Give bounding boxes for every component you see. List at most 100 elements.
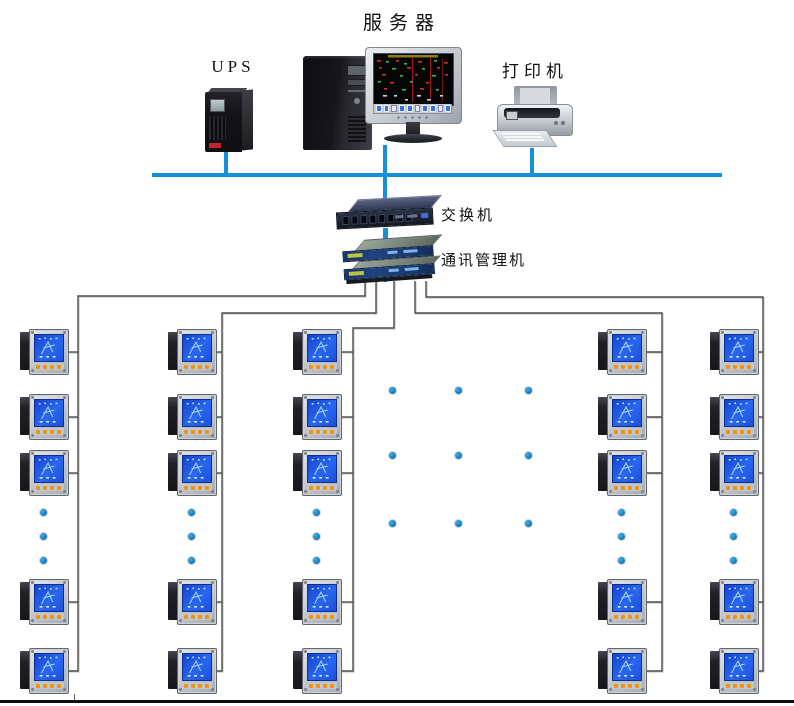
ellipsis-dot bbox=[524, 386, 532, 394]
monitor-stand-neck bbox=[406, 122, 420, 135]
ellipsis-dot bbox=[312, 556, 320, 564]
printer-lid bbox=[504, 108, 560, 118]
meter-screen bbox=[612, 584, 642, 612]
gateway-label-chip bbox=[348, 270, 364, 276]
printer-output-tray bbox=[492, 130, 558, 147]
meter-buttons bbox=[724, 484, 754, 491]
printer-button bbox=[561, 121, 565, 125]
meter-bezel bbox=[302, 450, 342, 496]
printed-sheet bbox=[501, 133, 546, 142]
ellipsis-dot bbox=[312, 508, 320, 516]
power-meter bbox=[293, 648, 342, 694]
ellipsis-dot bbox=[617, 556, 625, 564]
meter-bezel bbox=[302, 579, 342, 625]
power-meter bbox=[598, 329, 647, 375]
power-button bbox=[354, 98, 360, 104]
meter-bezel bbox=[29, 579, 69, 625]
ellipsis-dot bbox=[39, 532, 47, 540]
floppy-slot bbox=[348, 90, 365, 92]
monitor-control-buttons bbox=[395, 116, 431, 119]
power-meter bbox=[710, 394, 759, 440]
monitor-stand-base bbox=[384, 134, 442, 143]
switch-label: 交换机 bbox=[441, 208, 496, 224]
printer-drop-line bbox=[530, 148, 534, 174]
meter-bezel bbox=[302, 648, 342, 694]
scada-toolbar bbox=[373, 104, 452, 114]
ups-drop-line bbox=[224, 151, 228, 174]
ellipsis-dot bbox=[187, 508, 195, 516]
meter-screen bbox=[724, 584, 754, 612]
ellipsis-dot bbox=[312, 532, 320, 540]
ups-logo bbox=[209, 143, 221, 148]
printer-device bbox=[492, 86, 573, 148]
meter-bezel bbox=[607, 450, 647, 496]
gateway-label: 通讯管理机 bbox=[441, 253, 527, 269]
meter-screen bbox=[724, 399, 754, 427]
meter-bezel bbox=[719, 648, 759, 694]
meter-buttons bbox=[307, 428, 337, 435]
switch-front-face bbox=[335, 207, 434, 230]
gateway-label-chip bbox=[347, 252, 363, 258]
meter-bezel bbox=[719, 450, 759, 496]
meter-buttons bbox=[182, 428, 212, 435]
power-meter bbox=[598, 394, 647, 440]
meter-screen bbox=[307, 334, 337, 362]
ups-vents bbox=[209, 116, 226, 140]
gateway-ports bbox=[404, 267, 419, 272]
gateway-ports bbox=[388, 268, 399, 273]
power-meter bbox=[168, 648, 217, 694]
meter-buttons bbox=[34, 363, 64, 370]
meter-buttons bbox=[724, 363, 754, 370]
printer-panel bbox=[506, 111, 518, 120]
meter-buttons bbox=[307, 363, 337, 370]
power-meter bbox=[293, 329, 342, 375]
meter-bezel bbox=[719, 579, 759, 625]
meter-screen bbox=[182, 455, 212, 483]
meter-screen bbox=[307, 399, 337, 427]
scada-screen-graphic bbox=[374, 54, 453, 105]
meter-buttons bbox=[724, 428, 754, 435]
power-meter bbox=[168, 394, 217, 440]
meter-screen bbox=[182, 653, 212, 681]
power-meter bbox=[20, 579, 69, 625]
power-meter bbox=[20, 329, 69, 375]
meter-screen bbox=[34, 653, 64, 681]
ellipsis-dot bbox=[729, 508, 737, 516]
power-meter bbox=[293, 394, 342, 440]
server-label: 服务器 bbox=[362, 13, 441, 34]
ellipsis-dot bbox=[388, 519, 396, 527]
switch-device bbox=[335, 194, 442, 230]
printer-label: 打印机 bbox=[502, 62, 568, 81]
power-meter bbox=[710, 648, 759, 694]
meter-screen bbox=[182, 399, 212, 427]
power-meter bbox=[598, 648, 647, 694]
meter-buttons bbox=[612, 484, 642, 491]
meter-screen bbox=[307, 653, 337, 681]
meter-bezel bbox=[177, 329, 217, 375]
meter-screen bbox=[34, 455, 64, 483]
meter-buttons bbox=[307, 484, 337, 491]
power-meter bbox=[168, 579, 217, 625]
ellipsis-dot bbox=[617, 508, 625, 516]
meter-screen bbox=[724, 653, 754, 681]
gateway-device bbox=[342, 234, 443, 286]
meter-screen bbox=[612, 399, 642, 427]
meter-buttons bbox=[34, 613, 64, 620]
meter-buttons bbox=[612, 428, 642, 435]
ups-device bbox=[205, 88, 253, 152]
power-meter bbox=[598, 450, 647, 496]
meter-buttons bbox=[182, 613, 212, 620]
monitor-screen bbox=[373, 53, 454, 106]
meter-bezel bbox=[29, 648, 69, 694]
ellipsis-dot bbox=[617, 532, 625, 540]
meter-bezel bbox=[177, 394, 217, 440]
server-monitor bbox=[365, 47, 462, 144]
ellipsis-dot bbox=[388, 386, 396, 394]
power-meter bbox=[293, 450, 342, 496]
meter-screen bbox=[307, 584, 337, 612]
printer-button bbox=[554, 121, 558, 125]
ellipsis-dot bbox=[39, 556, 47, 564]
meter-bezel bbox=[302, 394, 342, 440]
server-drop-line bbox=[383, 145, 387, 174]
